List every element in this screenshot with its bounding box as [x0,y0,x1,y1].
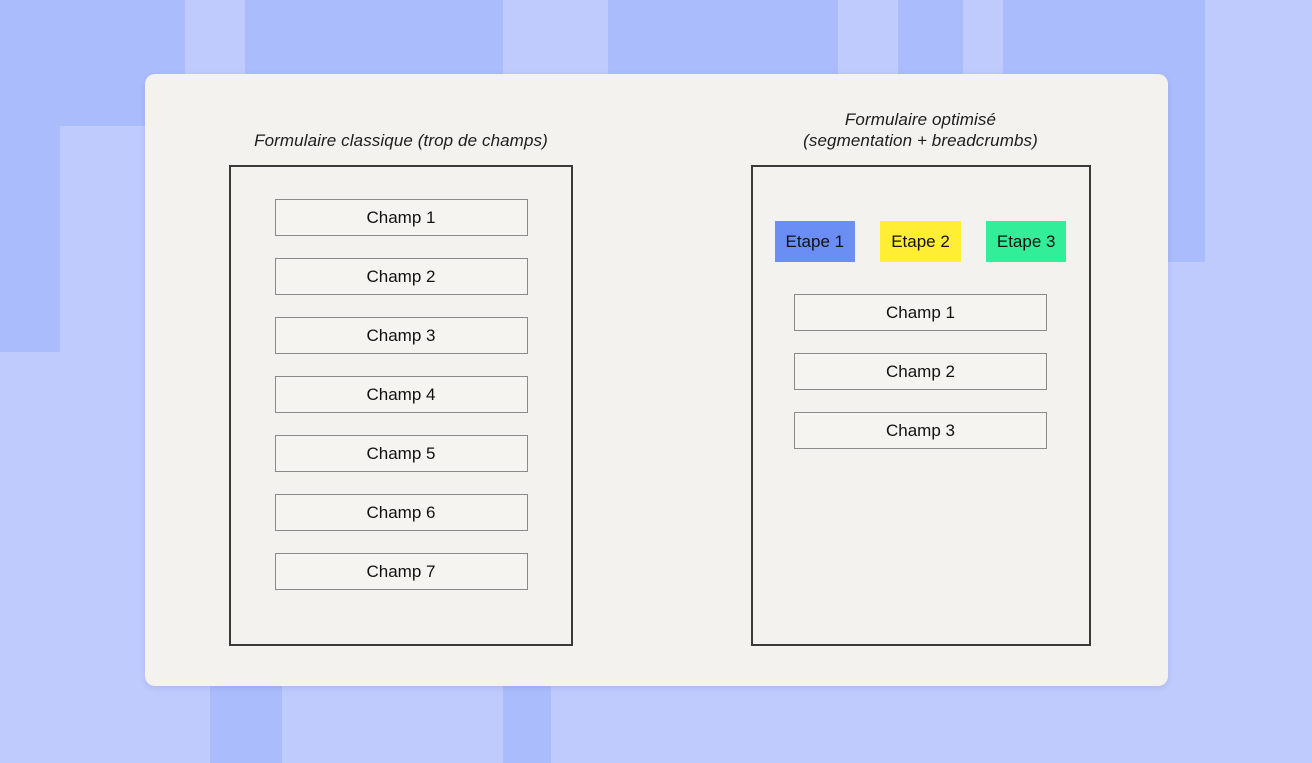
form-field[interactable]: Champ 1 [274,199,528,236]
breadcrumb-steps: Etape 1 Etape 2 Etape 3 [774,221,1067,262]
optimized-form-title-line1: Formulaire optimisé [844,110,997,129]
form-field[interactable]: Champ 2 [274,258,528,295]
classic-form-column: Formulaire classique (trop de champs) Ch… [145,74,657,646]
form-field[interactable]: Champ 7 [274,553,528,590]
optimized-form-field-list: Champ 1 Champ 2 Champ 3 [753,294,1089,449]
form-field[interactable]: Champ 6 [274,494,528,531]
form-field[interactable]: Champ 1 [794,294,1047,331]
step-badge-2[interactable]: Etape 2 [880,221,961,262]
form-field[interactable]: Champ 3 [274,317,528,354]
optimized-form-title-line2: (segmentation + breadcrumbs) [803,131,1038,150]
optimized-form-title: Formulaire optimisé (segmentation + brea… [673,109,1168,151]
step-badge-1[interactable]: Etape 1 [774,221,856,262]
form-field[interactable]: Champ 5 [274,435,528,472]
form-field[interactable]: Champ 4 [274,376,528,413]
form-field[interactable]: Champ 3 [794,412,1047,449]
classic-form-panel: Champ 1 Champ 2 Champ 3 Champ 4 Champ 5 … [229,165,573,646]
diagram-card: Formulaire classique (trop de champs) Ch… [145,74,1168,686]
classic-form-field-list: Champ 1 Champ 2 Champ 3 Champ 4 Champ 5 … [231,199,571,590]
step-badge-3[interactable]: Etape 3 [985,221,1067,262]
form-field[interactable]: Champ 2 [794,353,1047,390]
optimized-form-panel: Etape 1 Etape 2 Etape 3 Champ 1 Champ 2 … [750,165,1091,646]
optimized-form-column: Formulaire optimisé (segmentation + brea… [673,74,1168,646]
classic-form-title: Formulaire classique (trop de champs) [254,131,548,150]
